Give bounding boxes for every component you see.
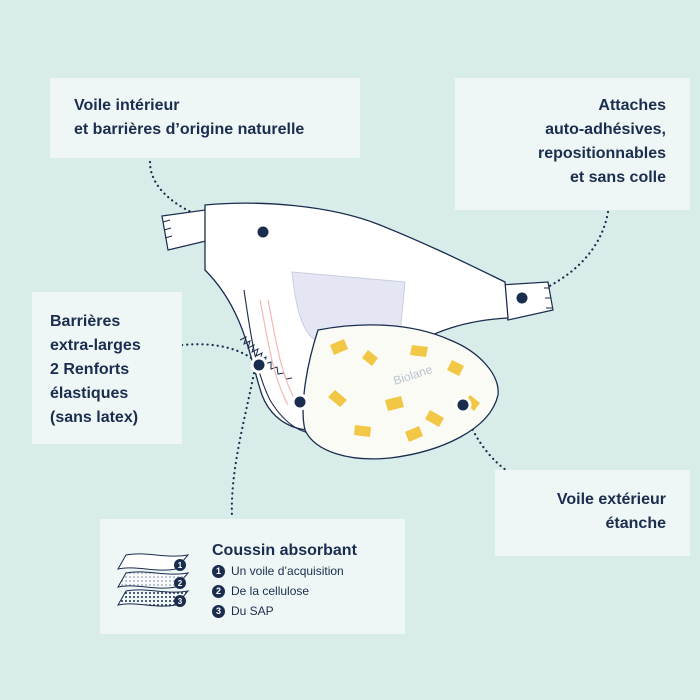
barriers-line-3: 2 Renforts <box>50 361 130 378</box>
outer-veil-line-2: étanche <box>605 515 666 532</box>
inner-veil-line-2: et barrières d’origine naturelle <box>74 121 305 138</box>
pad-item-label: Un voile d’acquisition <box>231 564 344 578</box>
pad-item-num: 3 <box>212 605 225 619</box>
callout-barriers: Barrières extra-larges 2 Renforts élasti… <box>32 292 182 444</box>
layer-num-1: 1 <box>178 561 183 570</box>
connector-pad <box>230 366 257 520</box>
elastic-barrier <box>243 289 326 434</box>
pad-title: Coussin absorbant <box>212 542 357 559</box>
pad-item-label: De la cellulose <box>231 584 310 598</box>
layers-icon: 1 2 3 <box>117 553 190 607</box>
callout-absorbent-pad: 1 2 3 Coussin absorbant 1 Un voile d’acqu… <box>100 519 405 634</box>
point-inner-veil <box>254 223 272 241</box>
outer-shell <box>302 324 499 460</box>
point-barriers-2 <box>291 393 309 411</box>
fasteners-line-2: auto-adhésives, <box>545 121 666 138</box>
pad-item-1: 1 Un voile d’acquisition <box>212 563 344 579</box>
outer-veil-line-1: Voile extérieur <box>556 491 666 508</box>
barriers-line-2: extra-larges <box>50 337 141 354</box>
barriers-line-4: élastiques <box>50 385 129 402</box>
callout-fasteners: Attaches auto-adhésives, repositionnable… <box>455 78 690 210</box>
fasteners-line-1: Attaches <box>598 97 666 114</box>
inner-veil-line-1: Voile intérieur <box>74 97 180 114</box>
point-fasteners <box>513 289 531 307</box>
layer-num-2: 2 <box>178 579 183 588</box>
diaper-left-tab <box>161 209 211 251</box>
barriers-line-5: (sans latex) <box>50 409 139 426</box>
pad-item-num: 1 <box>212 565 225 579</box>
anchor-points <box>250 223 531 414</box>
pad-item-3: 3 Du SAP <box>212 603 274 619</box>
fasteners-line-4: et sans colle <box>569 169 666 186</box>
connector-fasteners <box>520 210 610 300</box>
callout-inner-veil: Voile intérieur et barrières d’origine n… <box>50 78 360 158</box>
pad-item-label: Du SAP <box>231 604 274 618</box>
connector-barriers <box>180 343 260 365</box>
point-barriers <box>250 356 268 374</box>
layer-num-3: 3 <box>178 597 183 606</box>
fasteners-line-3: repositionnables <box>537 145 666 162</box>
barriers-line-1: Barrières <box>50 313 121 330</box>
callout-outer-veil: Voile extérieur étanche <box>495 470 690 556</box>
pad-item-num: 2 <box>212 585 225 599</box>
point-outer-veil <box>454 396 472 414</box>
pad-item-2: 2 De la cellulose <box>212 583 309 599</box>
